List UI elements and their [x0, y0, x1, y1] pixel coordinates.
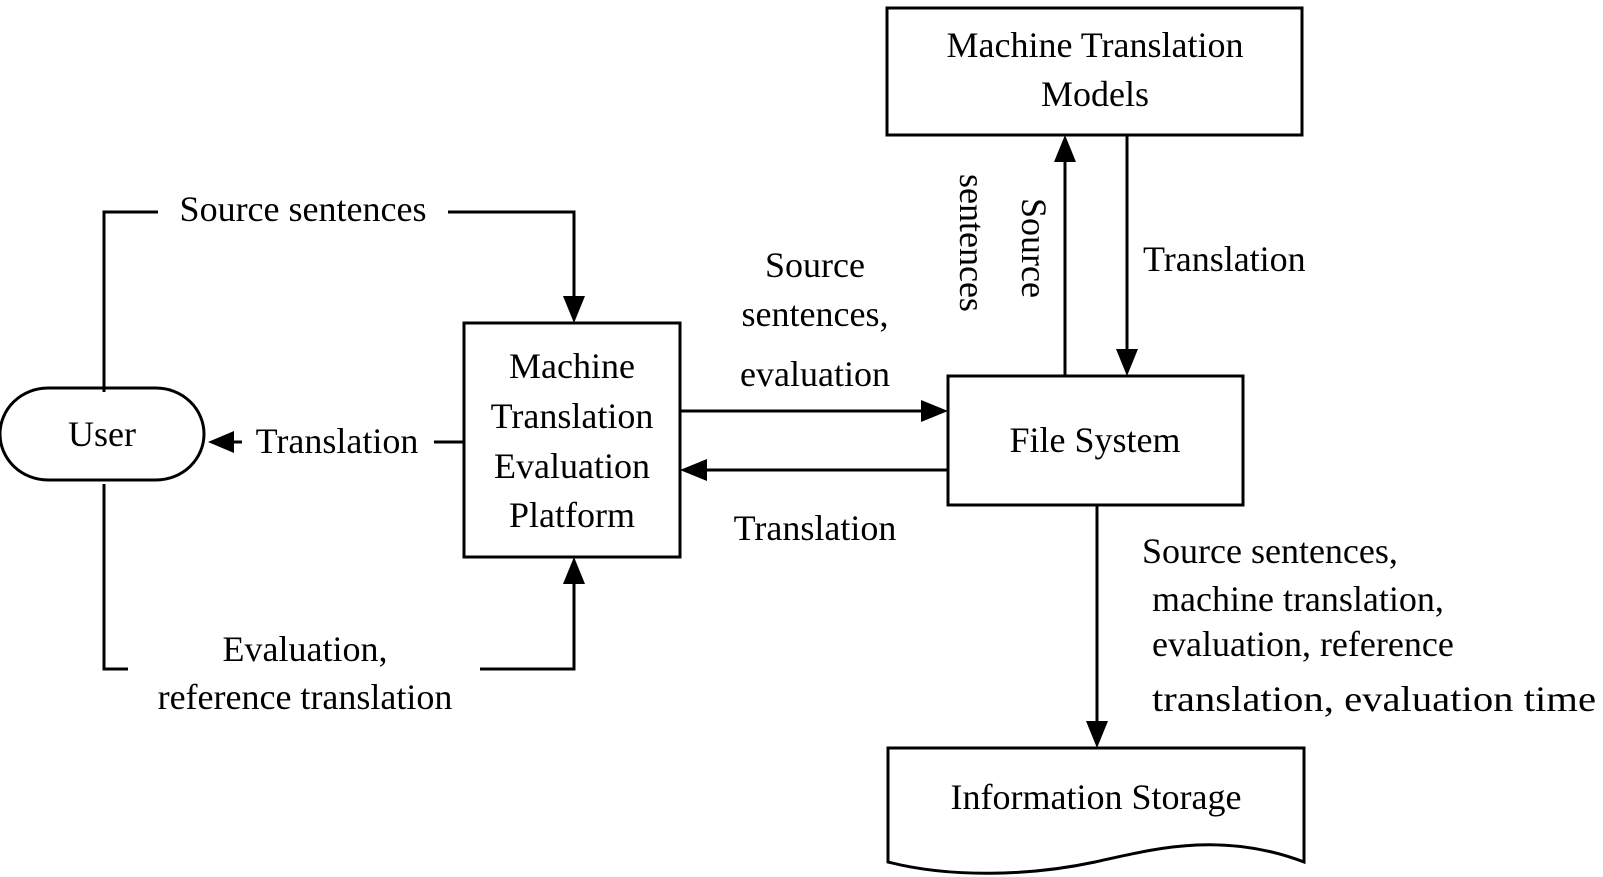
edge-label-evaluation-line-1: Evaluation,: [223, 629, 388, 669]
edge-label-platform-fs-line-2: sentences,: [742, 294, 889, 334]
edge-label-platform-fs-line-1: Source: [765, 245, 865, 285]
arrowhead: [563, 296, 585, 323]
mt-models-label-line-1: Machine Translation: [947, 25, 1244, 65]
arrowhead: [1086, 721, 1108, 748]
edge-label-platform-fs-line-3: evaluation: [740, 354, 890, 394]
edge-platform-to-file-system: Source sentences, evaluation: [680, 245, 948, 422]
user-node: User: [0, 386, 206, 482]
edge-file-system-to-storage: Source sentences, machine translation, e…: [1086, 505, 1596, 748]
edge-label-source-sentences-top: Source sentences: [180, 189, 427, 229]
edge-user-to-platform-source: Source sentences: [102, 189, 585, 392]
edge-label-fs-models-line-1: Source: [1014, 198, 1054, 298]
edge-label-translation-from-models: Translation: [1143, 239, 1306, 279]
information-storage-node: Information Storage: [886, 746, 1306, 875]
arrowhead: [208, 431, 234, 453]
platform-label-line-3: Evaluation: [494, 446, 650, 486]
edge-label-translation-to-platform: Translation: [734, 508, 897, 548]
edge-file-system-to-mt-models: Source sentences: [952, 135, 1076, 376]
evaluation-platform-node: Machine Translation Evaluation Platform: [462, 321, 682, 559]
arrowhead: [680, 459, 707, 481]
platform-label-line-4: Platform: [509, 495, 635, 535]
edge-label-translation-to-user: Translation: [256, 421, 419, 461]
edge-label-storage-line-3: evaluation, reference: [1152, 624, 1454, 664]
edge-label-storage-line-4: translation, evaluation time: [1152, 679, 1596, 719]
platform-label-line-2: Translation: [491, 396, 654, 436]
edge-mt-models-to-file-system: Translation: [1116, 135, 1306, 376]
platform-label-line-1: Machine: [509, 346, 635, 386]
edge-label-fs-models-line-2: sentences: [952, 174, 992, 312]
edge-file-system-to-platform: Translation: [680, 459, 948, 548]
mt-models-node: Machine Translation Models: [885, 6, 1304, 137]
edge-label-storage-line-2: machine translation,: [1152, 579, 1444, 619]
edge-user-to-platform-evaluation: Evaluation, reference translation: [102, 484, 585, 717]
information-storage-label: Information Storage: [951, 777, 1242, 817]
edge-label-storage-line-1: Source sentences,: [1142, 531, 1398, 571]
arrowhead: [563, 557, 585, 584]
arrowhead: [1054, 135, 1076, 162]
edge-platform-to-user-translation: Translation: [208, 421, 464, 461]
user-label: User: [68, 414, 136, 454]
file-system-node: File System: [946, 374, 1245, 507]
arrowhead: [921, 400, 948, 422]
edge-label-evaluation-line-2: reference translation: [158, 677, 453, 717]
file-system-label: File System: [1009, 420, 1180, 460]
mt-models-label-line-2: Models: [1041, 74, 1149, 114]
arrowhead: [1116, 349, 1138, 376]
